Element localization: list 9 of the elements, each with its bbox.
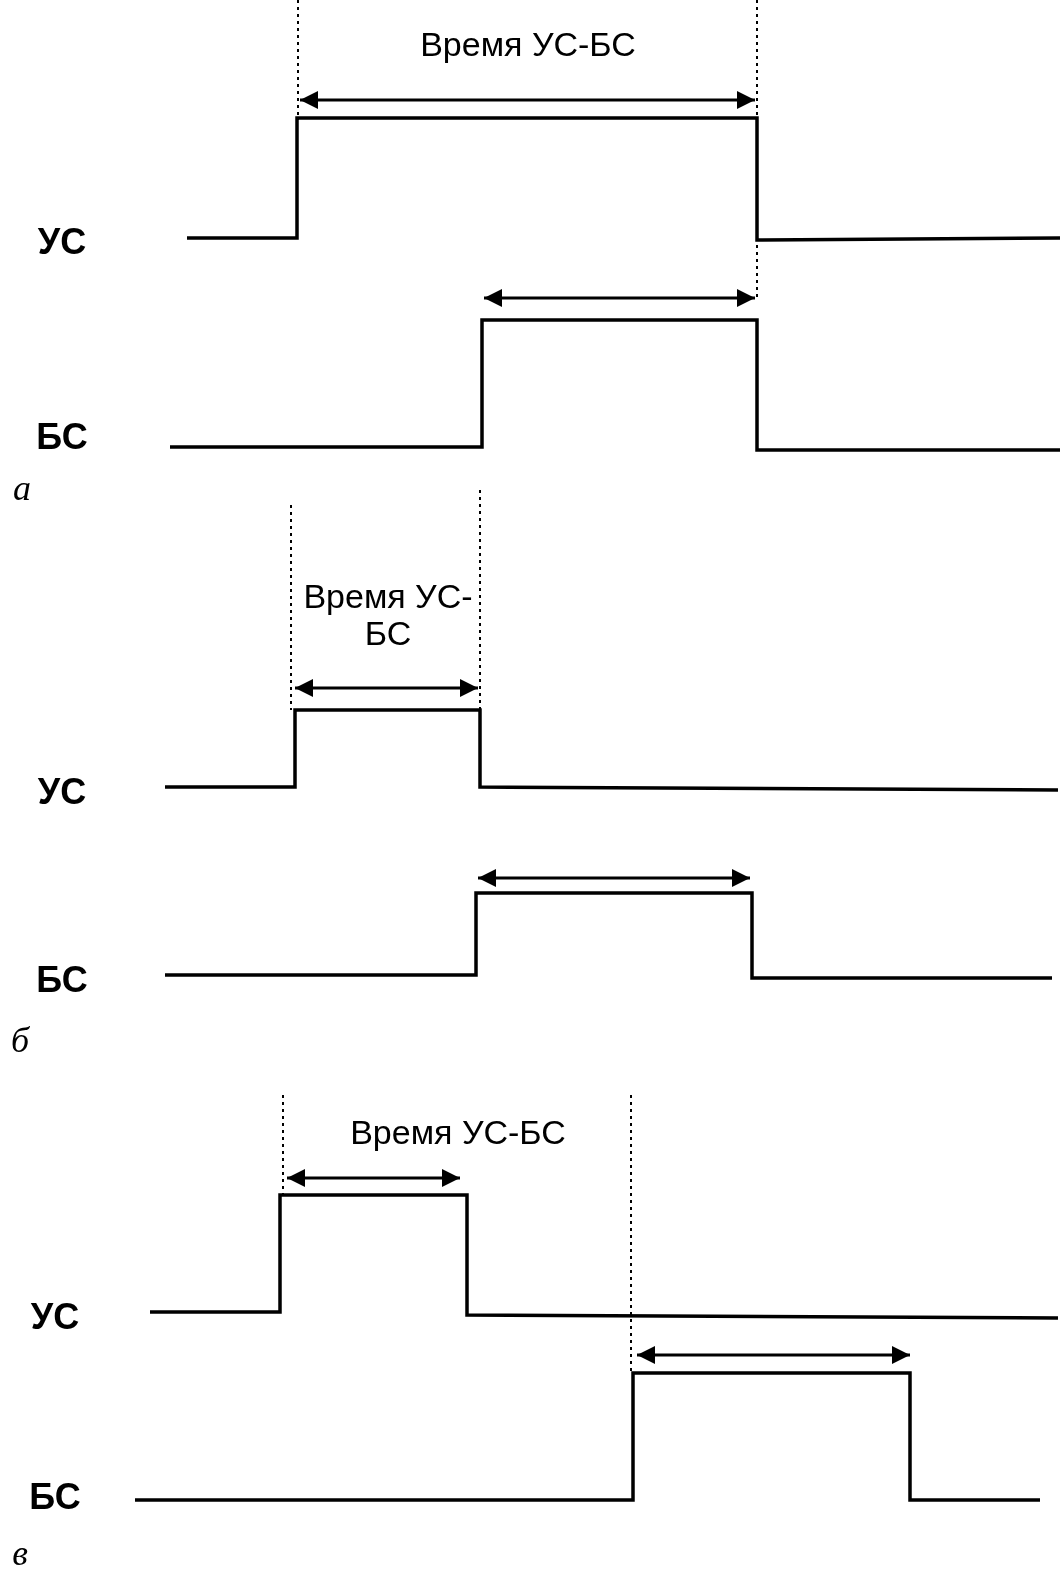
signal-label: УС [37,771,87,813]
signal-label: УС [37,221,87,263]
signal-label: УС [30,1296,80,1338]
signal-label: БС [29,1476,81,1518]
panel-letter: а [13,467,31,509]
panel-letter: б [10,1019,30,1061]
signal-label: БС [36,416,88,458]
panel-letter: в [12,1532,28,1573]
signal-label: БС [36,959,88,1001]
